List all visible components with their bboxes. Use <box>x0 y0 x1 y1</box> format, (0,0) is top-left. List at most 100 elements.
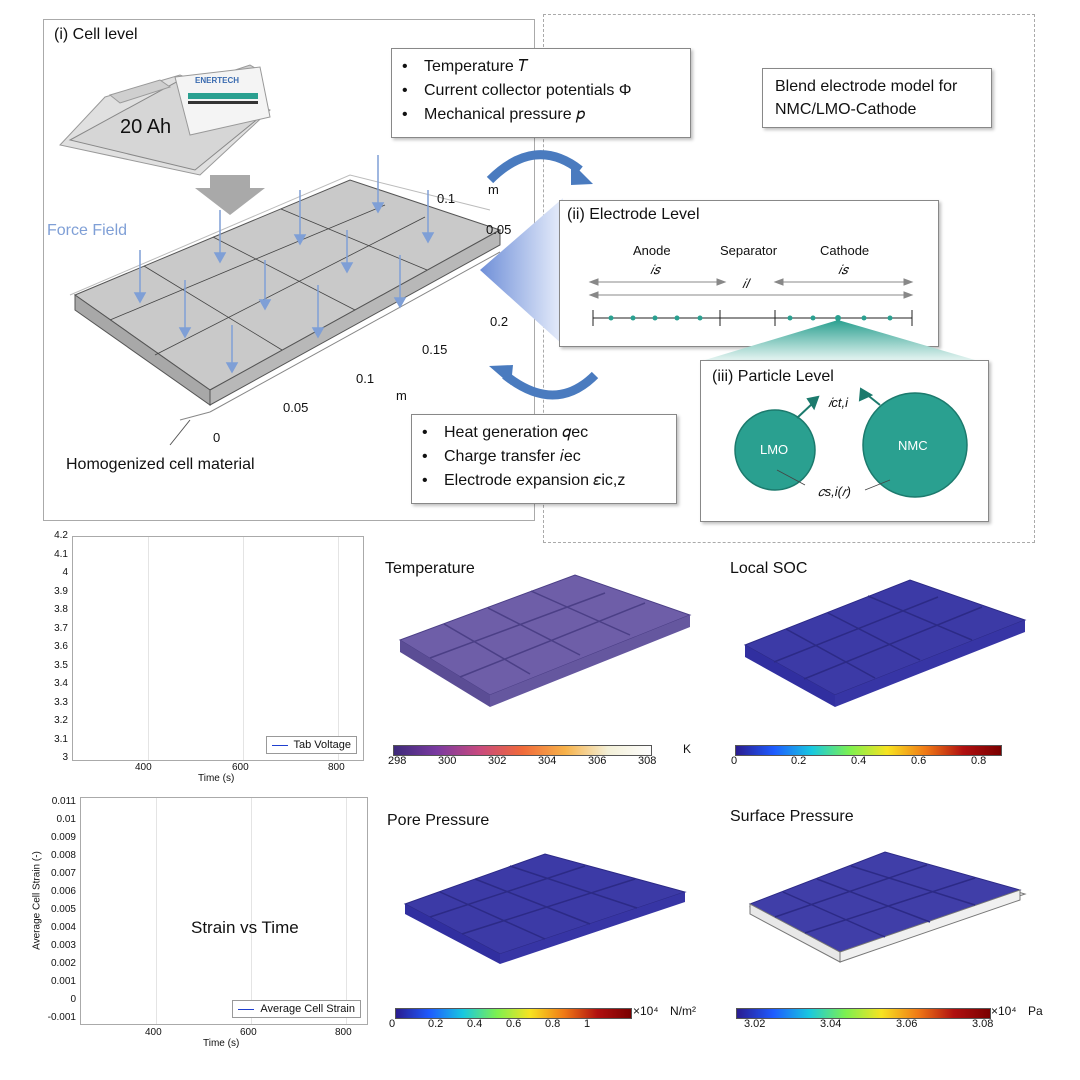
strain-x-tick-600: 600 <box>240 1027 257 1038</box>
surface-colorbar-tick: 3.04 <box>820 1018 842 1030</box>
pore-colorbar-tick: 0 <box>389 1018 396 1030</box>
surface-colorbar <box>736 1008 991 1019</box>
homogenized-cell-illustration <box>69 155 502 446</box>
down-arrow-icon <box>195 175 265 215</box>
electrode-level-title: (ii) Electrode Level <box>567 206 700 223</box>
axis-tick-front-3: 0.1 <box>356 371 375 386</box>
soc-colorbar-tick: 0.2 <box>791 755 807 767</box>
pore-pressure-plate <box>403 853 687 964</box>
output-expansion: Electrode expansion 𝜀ic,z <box>422 469 676 493</box>
voltage-y-tick: 4.2 <box>54 530 68 541</box>
strain-y-tick: 0.011 <box>51 796 76 807</box>
voltage-plot: Tab Voltage <box>72 536 364 761</box>
voltage-x-tick-600: 600 <box>232 762 249 773</box>
homogenized-label: Homogenized cell material <box>66 456 255 473</box>
soc-colorbar-tick: 0 <box>731 755 738 767</box>
temperature-colorbar-tick: 308 <box>638 755 657 767</box>
strain-xlabel: Time (s) <box>203 1038 240 1049</box>
surface-colorbar-tick: 3.08 <box>972 1018 994 1030</box>
voltage-y-tick: 3.3 <box>54 696 68 708</box>
surface-exp: ×10⁴ <box>991 1004 1017 1018</box>
soc-colorbar <box>735 745 1002 756</box>
axis-tick-front-5: 0 <box>213 430 221 445</box>
axis-unit-m-front: m <box>396 388 407 403</box>
voltage-y-tick: 3.8 <box>54 604 68 615</box>
panel-soc-title: Local SOC <box>730 560 808 577</box>
strain-x-tick-800: 800 <box>335 1027 352 1038</box>
strain-y-tick: -0.001 <box>47 1012 76 1023</box>
voltage-y-tick: 4 <box>62 567 68 578</box>
voltage-y-tick: 3.9 <box>54 585 68 597</box>
pore-colorbar-tick: 0.8 <box>545 1018 561 1030</box>
voltage-x-tick-400: 400 <box>135 762 152 773</box>
pore-exp: ×10⁴ <box>633 1004 659 1018</box>
axis-tick-front-2: 0.15 <box>422 342 448 357</box>
cathode-is-label: 𝑖𝑠 <box>838 262 848 277</box>
ict-label: 𝑖ct,i <box>828 395 849 410</box>
pore-colorbar-tick: 0.2 <box>428 1018 444 1030</box>
panel-pore-title: Pore Pressure <box>387 812 490 829</box>
soc-colorbar-tick: 0.4 <box>851 755 867 767</box>
strain-y-tick: 0.006 <box>50 886 76 897</box>
axis-tick-right-2: 0.05 <box>486 222 512 237</box>
force-field-label: Force Field <box>47 222 128 239</box>
cell-capacity-label: 20 Ah <box>120 116 172 138</box>
inputs-box: Temperature 𝑇 Current collector potentia… <box>391 48 691 138</box>
voltage-y-tick: 3 <box>62 752 68 763</box>
soc-colorbar-tick: 0.6 <box>911 755 927 767</box>
nmc-label: NMC <box>898 438 928 453</box>
pore-colorbar-tick: 0.4 <box>467 1018 483 1030</box>
input-temperature: Temperature 𝑇 <box>402 55 690 79</box>
zoom-triangle-electrode <box>480 198 563 345</box>
separator-il-label: 𝑖𝑙 <box>742 276 749 291</box>
blend-model-box: Blend electrode model for NMC/LMO-Cathod… <box>762 68 992 128</box>
voltage-xlabel: Time (s) <box>198 773 235 784</box>
cs-label: 𝑐s,i(𝑟) <box>818 484 851 499</box>
strain-y-tick: 0.001 <box>50 976 76 987</box>
strain-x-tick-400: 400 <box>145 1027 162 1038</box>
output-charge: Charge transfer 𝑖ec <box>422 445 676 469</box>
strain-y-tick: 0.007 <box>50 868 76 879</box>
surface-pressure-plate <box>748 851 1027 963</box>
pore-colorbar-tick: 1 <box>584 1018 591 1030</box>
blend-line-1: Blend electrode model for <box>775 78 958 95</box>
strain-y-tick: 0.008 <box>50 850 76 861</box>
cell-pouch-illustration <box>59 64 271 176</box>
temperature-colorbar-tick: 304 <box>538 755 557 767</box>
lmo-label: LMO <box>760 442 789 457</box>
temperature-colorbar-tick: 302 <box>488 755 507 767</box>
axis-tick-front-4: 0.05 <box>283 400 309 415</box>
temperature-colorbar <box>393 745 652 756</box>
electrode-schematic <box>588 278 914 326</box>
strain-legend: Average Cell Strain <box>232 1000 361 1018</box>
voltage-x-tick-800: 800 <box>328 762 345 773</box>
blend-line-2: NMC/LMO-Cathode <box>775 101 917 118</box>
strain-y-tick: 0.005 <box>50 904 76 915</box>
pore-colorbar-tick: 0.6 <box>506 1018 522 1030</box>
particles-illustration <box>734 387 968 498</box>
strain-y-tick: 0.009 <box>50 832 76 843</box>
voltage-y-tick: 3.6 <box>54 641 68 652</box>
temperature-colorbar-tick: 306 <box>588 755 607 767</box>
cell-level-title: (i) Cell level <box>54 26 138 43</box>
exchange-arrows-icon <box>486 150 599 400</box>
panel-temperature-title: Temperature <box>385 560 475 577</box>
axis-unit-m-top: m <box>488 182 499 197</box>
strain-center-text: Strain vs Time <box>191 918 299 937</box>
strain-plot: Average Cell Strain <box>80 797 368 1025</box>
outputs-box: Heat generation 𝑞ec Charge transfer 𝑖ec … <box>411 414 677 504</box>
voltage-y-tick: 3.4 <box>54 678 68 689</box>
surface-unit: Pa <box>1028 1004 1043 1018</box>
temperature-colorbar-tick: 300 <box>438 755 457 767</box>
voltage-y-tick: 3.5 <box>54 659 68 671</box>
cell-logo-text: ENERTECH <box>195 76 240 85</box>
surface-colorbar-tick: 3.02 <box>744 1018 766 1030</box>
panel-surface-title: Surface Pressure <box>730 808 854 825</box>
particle-level-title: (iii) Particle Level <box>712 368 834 385</box>
temperature-plate <box>398 574 692 707</box>
anode-label: Anode <box>633 243 671 258</box>
anode-is-label: 𝑖𝑠 <box>650 262 660 277</box>
pore-colorbar <box>395 1008 632 1019</box>
cathode-label: Cathode <box>820 243 870 258</box>
input-potentials: Current collector potentials Φ <box>402 79 690 103</box>
